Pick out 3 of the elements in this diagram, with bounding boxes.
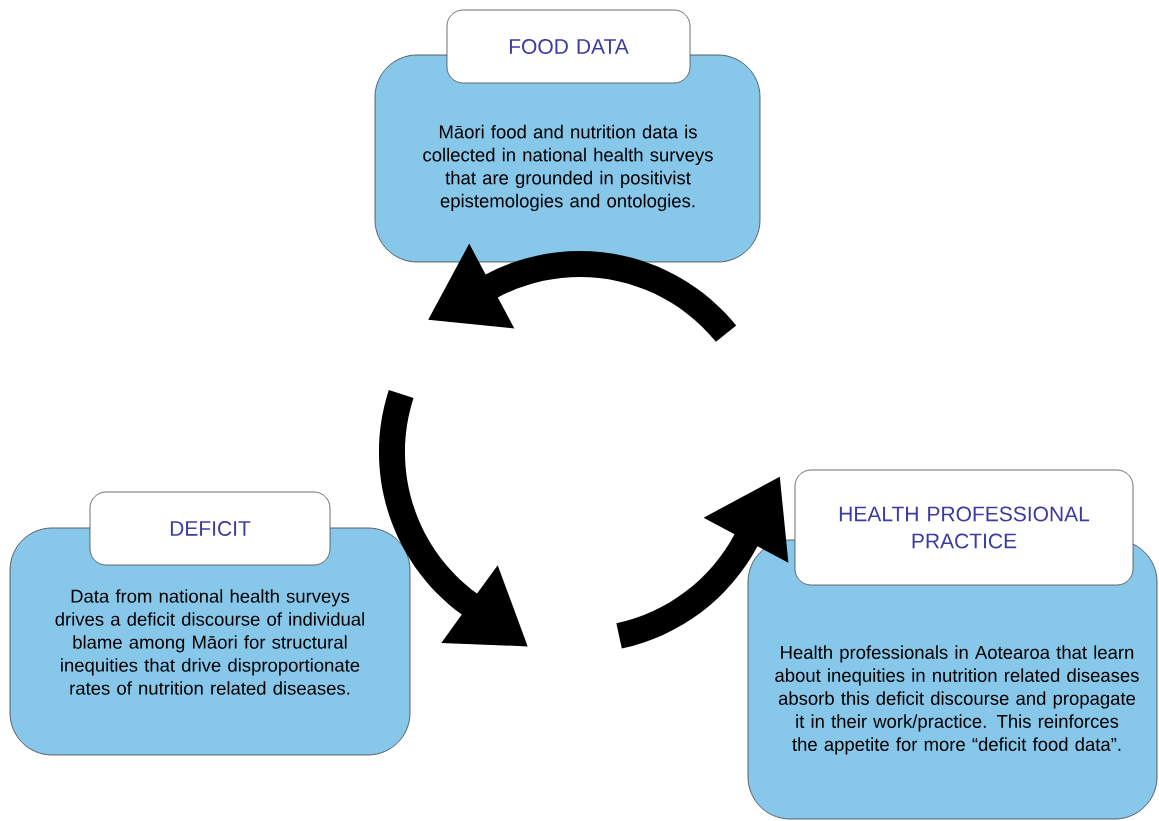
title-box: DEFICIT [89,491,331,566]
title-box: HEALTH PROFESSIONAL PRACTICE [794,469,1134,586]
title-box: FOOD DATA [446,9,691,84]
